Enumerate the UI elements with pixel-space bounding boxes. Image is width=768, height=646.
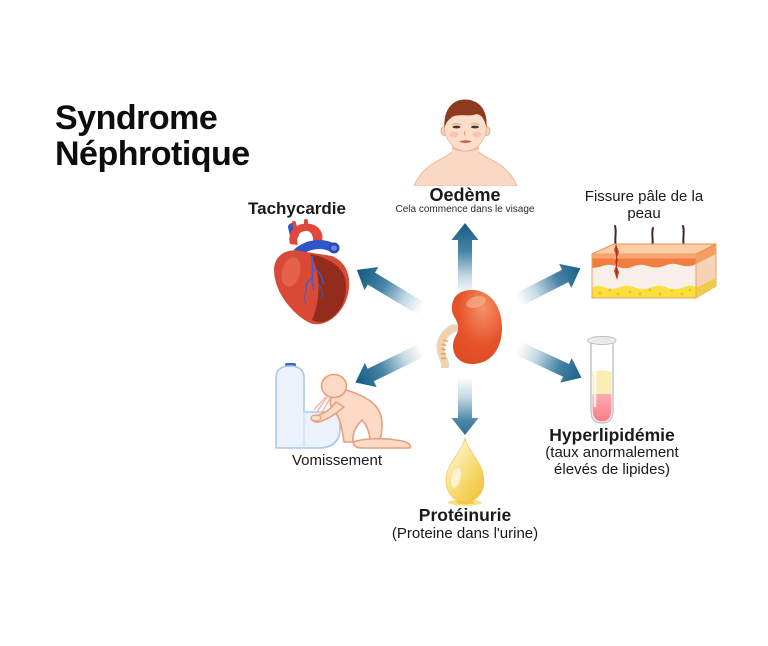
arrow-up-right-icon xyxy=(514,263,581,307)
arrow-down-right-icon xyxy=(515,341,582,383)
fissure-label: Fissure pâle de la peau xyxy=(584,188,704,223)
arrow-up-left-icon xyxy=(356,267,426,316)
test-tube-icon xyxy=(587,335,617,424)
kidney-icon xyxy=(436,290,502,368)
page-title: Syndrome Néphrotique xyxy=(55,99,250,174)
tachycardie-label: Tachycardie xyxy=(248,199,346,218)
swollen-face-icon xyxy=(413,99,518,186)
arrow-up-icon xyxy=(451,223,479,296)
proteinurie-subtitle: (Proteine dans l'urine) xyxy=(391,525,539,542)
vomissement-label: Vomissement xyxy=(291,452,383,469)
proteinurie-label: Protéinurie xyxy=(418,505,512,525)
anatomical-heart-icon xyxy=(274,219,350,325)
oedeme-label: Oedème xyxy=(429,185,501,205)
hyperlipidemie-label: Hyperlipidémie xyxy=(549,425,675,445)
vomiting-person-toilet-icon xyxy=(275,363,412,449)
hyperlipidemie-subtitle: (taux anormalement élevés de lipides) xyxy=(545,444,679,478)
skin-cross-section-icon xyxy=(591,225,717,299)
arrow-down-left-icon xyxy=(355,343,426,388)
arrow-down-icon xyxy=(451,377,479,435)
oedeme-subtitle: Cela commence dans le visage xyxy=(395,204,535,215)
urine-drop-icon xyxy=(445,437,485,506)
